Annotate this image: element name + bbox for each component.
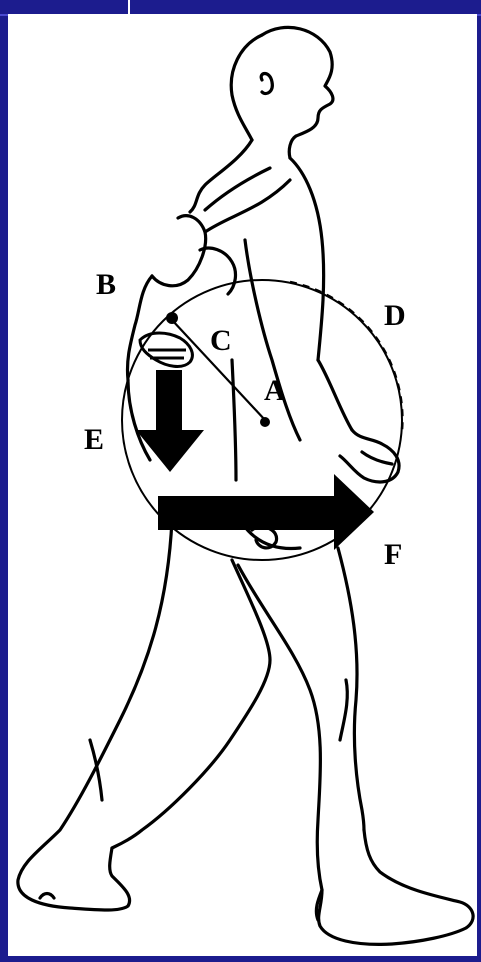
knee-mark <box>340 680 347 740</box>
right-arrow-f <box>158 474 374 550</box>
back-of-head <box>231 35 262 140</box>
label-b: B <box>96 268 116 301</box>
back-line <box>190 140 252 212</box>
human-figure <box>18 27 473 944</box>
label-c: C <box>210 324 232 357</box>
backpack-top <box>152 216 206 286</box>
point-b-dot <box>166 312 178 324</box>
back-leg-front <box>112 560 270 848</box>
harness-strap <box>205 180 290 232</box>
label-f: F <box>384 538 402 571</box>
trunk-axis-line <box>232 360 236 480</box>
label-a: A <box>264 374 286 407</box>
chest-front <box>290 158 324 360</box>
down-arrow-e <box>136 370 204 472</box>
fingers <box>362 452 392 464</box>
backpack-left <box>127 276 152 380</box>
point-a-dot <box>260 417 270 427</box>
back-foot-toes <box>40 894 54 899</box>
head-outline <box>262 27 333 158</box>
label-d: D <box>384 299 406 332</box>
torso-back-lower <box>128 380 150 460</box>
ear <box>261 74 272 94</box>
back-leg-rear <box>18 520 172 910</box>
shin-mark <box>90 740 102 800</box>
arm-back <box>318 360 352 430</box>
upper-arm <box>245 240 300 440</box>
label-e: E <box>84 423 104 456</box>
front-leg-front <box>338 548 364 830</box>
